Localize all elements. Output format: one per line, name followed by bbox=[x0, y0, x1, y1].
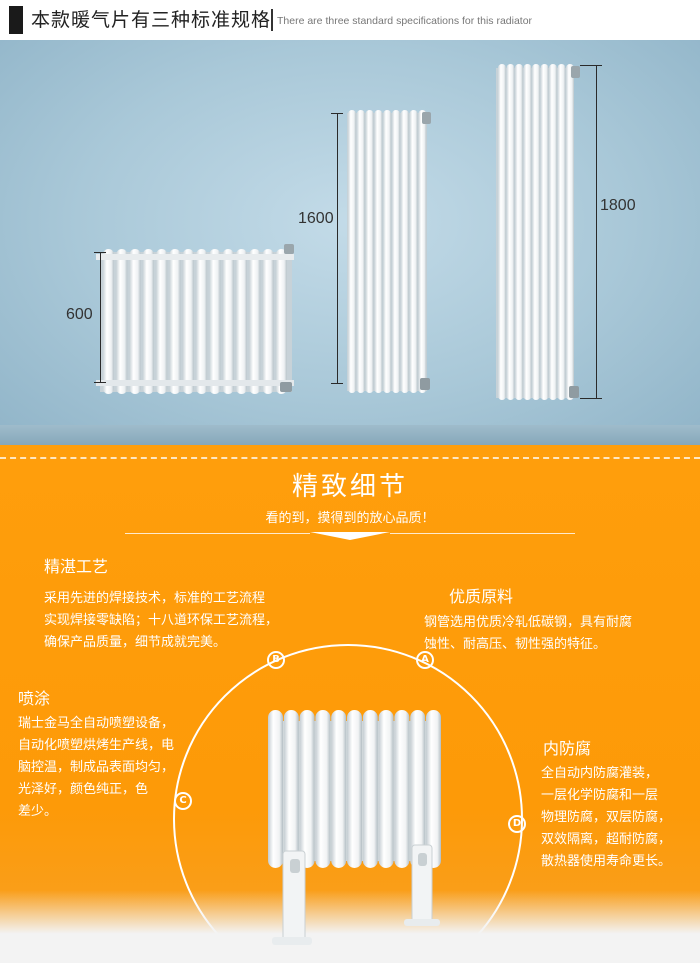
dim-line-large bbox=[596, 65, 597, 398]
radiator-tube bbox=[557, 64, 566, 400]
radiator-tube bbox=[365, 110, 374, 393]
radiator-tube bbox=[262, 249, 274, 394]
dim-line-medium bbox=[337, 113, 338, 383]
radiator-tube bbox=[392, 110, 400, 393]
radiator-tube bbox=[498, 64, 506, 400]
dim-tick bbox=[331, 113, 343, 114]
header-accent-bar bbox=[9, 6, 23, 34]
dim-tick bbox=[94, 252, 106, 253]
radiator-tube bbox=[348, 110, 356, 393]
section-subtitle: 看的到，摸得到的放心品质！ bbox=[265, 511, 435, 526]
radiator-tube bbox=[236, 249, 247, 394]
radiator-tube bbox=[523, 64, 532, 400]
radiator-tube bbox=[222, 249, 234, 394]
radiator-tube bbox=[209, 249, 221, 394]
feature-title-coating: 喷涂 bbox=[18, 689, 51, 708]
radiator-tube bbox=[418, 110, 427, 393]
radiator-tube bbox=[394, 710, 410, 868]
feature-body-material: 钢管选用优质冷轧低碳钢，具有耐腐 蚀性、耐高压、韧性强的特征。 bbox=[424, 615, 633, 652]
radiator-tube bbox=[129, 249, 141, 394]
radiator-tube bbox=[549, 64, 557, 400]
marker-d: D bbox=[508, 815, 526, 833]
radiator-tube bbox=[515, 64, 523, 400]
marker-c: C bbox=[174, 792, 192, 810]
radiator-tube bbox=[426, 710, 441, 868]
feature-body-craft: 采用先进的焊接技术，标准的工艺流程 实现焊接零缺陷；十八道环保工艺流程， 确保产… bbox=[44, 591, 279, 650]
radiator-tube bbox=[116, 249, 128, 394]
header-title-en: There are three standard specifications … bbox=[277, 15, 533, 27]
radiator-tube bbox=[410, 710, 426, 868]
radiator-tube bbox=[506, 64, 515, 400]
radiator-tube bbox=[383, 110, 392, 393]
radiator-tube bbox=[356, 110, 365, 393]
radiator-tube bbox=[283, 710, 299, 868]
radiator-tube bbox=[374, 110, 383, 393]
dim-label-medium: 1600 bbox=[298, 210, 334, 227]
radiator-tube bbox=[331, 710, 347, 868]
radiator-tube bbox=[182, 249, 194, 394]
feature-body-coating: 瑞士金马全自动喷塑设备， 自动化喷塑烘烤生产线，电 脑控温，制成品表面均匀， 光… bbox=[18, 716, 175, 819]
radiator-tube bbox=[299, 710, 315, 868]
dim-tick bbox=[580, 65, 602, 66]
radiator-tube bbox=[275, 249, 287, 394]
dim-label-small: 600 bbox=[66, 306, 93, 323]
header-separator bbox=[271, 9, 273, 31]
dashed-divider bbox=[0, 457, 700, 459]
detail-section: 精致细节 看的到，摸得到的放心品质！ 精湛工艺 采用先进的焊接技术，标准的工艺流… bbox=[0, 445, 700, 963]
radiator-tube bbox=[156, 249, 168, 394]
radiator-large bbox=[496, 64, 580, 400]
header-title-cn: 本款暖气片有三种标准规格 bbox=[31, 9, 272, 31]
radiator-tube bbox=[347, 710, 362, 868]
radiator-tube bbox=[378, 710, 394, 868]
feature-title-anticorrosion: 内防腐 bbox=[543, 739, 592, 758]
radiator-tube bbox=[532, 64, 540, 400]
product-radiator bbox=[268, 710, 441, 945]
feature-title-material: 优质原料 bbox=[449, 587, 514, 606]
feature-body-anticorrosion: 全自动内防腐灌装， 一层化学防腐和一层 物理防腐，双层防腐， 双效隔离，超耐防腐… bbox=[541, 766, 672, 869]
radiator-tube bbox=[540, 64, 549, 400]
radiator-tube bbox=[169, 249, 181, 394]
dim-label-large: 1800 bbox=[600, 197, 636, 214]
radiator-small bbox=[96, 244, 294, 394]
radiator-tube bbox=[400, 110, 409, 393]
subtitle-chevron bbox=[310, 532, 390, 540]
page-header: 本款暖气片有三种标准规格 There are three standard sp… bbox=[0, 0, 700, 40]
marker-b: B bbox=[267, 651, 285, 669]
marker-a: A bbox=[416, 651, 434, 669]
section-title: 精致细节 bbox=[291, 472, 408, 502]
dim-line-small bbox=[100, 252, 101, 382]
dim-tick bbox=[580, 398, 602, 399]
radiator-tube bbox=[409, 110, 418, 393]
radiator-tube bbox=[103, 249, 114, 394]
radiators-illustration bbox=[96, 64, 580, 400]
subtitle-rule-left bbox=[125, 533, 310, 534]
radiator-tube bbox=[362, 710, 378, 868]
feature-title-craft: 精湛工艺 bbox=[44, 557, 109, 576]
dim-tick bbox=[94, 382, 106, 383]
dim-tick bbox=[331, 383, 343, 384]
radiator-tube bbox=[315, 710, 331, 868]
subtitle-rule-right bbox=[390, 533, 575, 534]
radiator-tube bbox=[249, 249, 261, 394]
radiator-tube bbox=[142, 249, 154, 394]
floor bbox=[0, 425, 700, 445]
radiator-tube bbox=[268, 710, 283, 868]
radiator-tube bbox=[566, 64, 574, 400]
product-floor bbox=[0, 890, 700, 963]
radiator-medium bbox=[347, 110, 431, 393]
spec-photo: 600 1600 1800 bbox=[0, 40, 700, 445]
radiator-tube bbox=[196, 249, 208, 394]
